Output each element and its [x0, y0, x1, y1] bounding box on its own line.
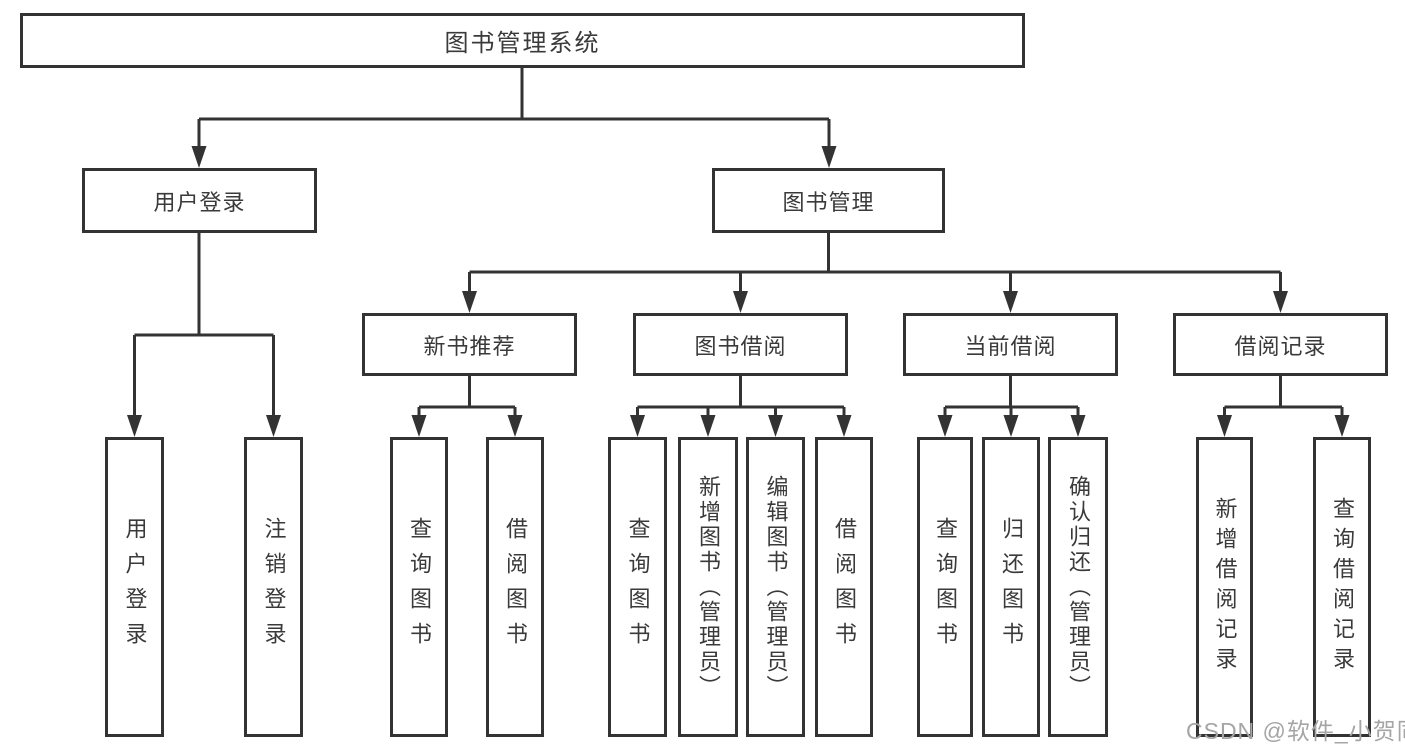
leaf-query-books-current: 查询图书	[917, 437, 973, 737]
arrowhead-icon	[1070, 415, 1086, 437]
leaf-confirm-return-admin: 确认归还（管理员）	[1048, 437, 1108, 737]
arrowhead-icon	[1334, 415, 1350, 437]
arrowhead-icon	[700, 415, 716, 437]
leaf-add-books-admin: 新增图书（管理员）	[678, 437, 738, 737]
node-book-borrowing: 图书借阅	[633, 313, 848, 376]
leaf-label: 编辑图书（管理员）	[763, 474, 789, 700]
arrowhead-icon	[937, 415, 953, 437]
leaf-label: 借阅图书	[503, 517, 528, 657]
node-current-borrowing: 当前借阅	[903, 313, 1118, 376]
arrowhead-icon	[1003, 291, 1018, 313]
arrowhead-icon	[411, 415, 427, 437]
leaf-user-login: 用户登录	[105, 437, 164, 737]
arrowhead-icon	[127, 415, 142, 437]
leaf-edit-books-admin: 编辑图书（管理员）	[746, 437, 805, 737]
csdn-watermark: CSDN @软件_小贺同学	[1186, 718, 1405, 744]
arrowhead-icon	[768, 415, 783, 437]
leaf-label: 查询图书	[625, 517, 651, 657]
leaf-logout: 注销登录	[244, 437, 303, 737]
leaf-borrow-books: 借阅图书	[815, 437, 873, 737]
arrowhead-icon	[836, 415, 852, 437]
leaf-label: 确认归还（管理员）	[1066, 474, 1091, 700]
arrowhead-icon	[733, 291, 748, 313]
leaf-label: 归还图书	[999, 517, 1024, 657]
arrowheads	[127, 146, 1350, 437]
leaf-label: 查询图书	[407, 517, 432, 657]
node-user-login: 用户登录	[82, 168, 317, 233]
leaf-query-borrow-record: 查询借阅记录	[1313, 437, 1371, 737]
arrowhead-icon	[821, 146, 837, 168]
arrowhead-icon	[462, 291, 477, 313]
leaf-label: 查询图书	[933, 517, 958, 657]
leaf-query-books-recommend: 查询图书	[390, 437, 448, 737]
arrowhead-icon	[1217, 415, 1232, 437]
leaf-borrow-books-recommend: 借阅图书	[486, 437, 544, 737]
arrowhead-icon	[630, 415, 645, 437]
leaf-label: 新增图书（管理员）	[696, 474, 721, 700]
node-new-book-recommendation: 新书推荐	[362, 313, 577, 376]
leaf-add-borrow-record: 新增借阅记录	[1196, 437, 1253, 737]
arrowhead-icon	[1273, 291, 1288, 313]
node-book-management: 图书管理	[712, 168, 945, 233]
arrowhead-icon	[1003, 415, 1019, 437]
leaf-label: 注销登录	[261, 517, 287, 657]
leaf-return-books: 归还图书	[982, 437, 1040, 737]
leaf-label: 新增借阅记录	[1212, 497, 1238, 677]
arrowhead-icon	[191, 146, 207, 168]
leaf-label: 借阅图书	[832, 517, 857, 657]
tree-edges	[133, 68, 1344, 421]
node-library-management-system: 图书管理系统	[20, 13, 1025, 68]
arrowhead-icon	[507, 415, 523, 437]
leaf-query-books-borrow: 查询图书	[608, 437, 667, 737]
leaf-label: 用户登录	[122, 517, 148, 657]
arrowhead-icon	[266, 415, 281, 437]
node-borrowing-records: 借阅记录	[1173, 313, 1388, 376]
leaf-label: 查询借阅记录	[1330, 497, 1355, 677]
